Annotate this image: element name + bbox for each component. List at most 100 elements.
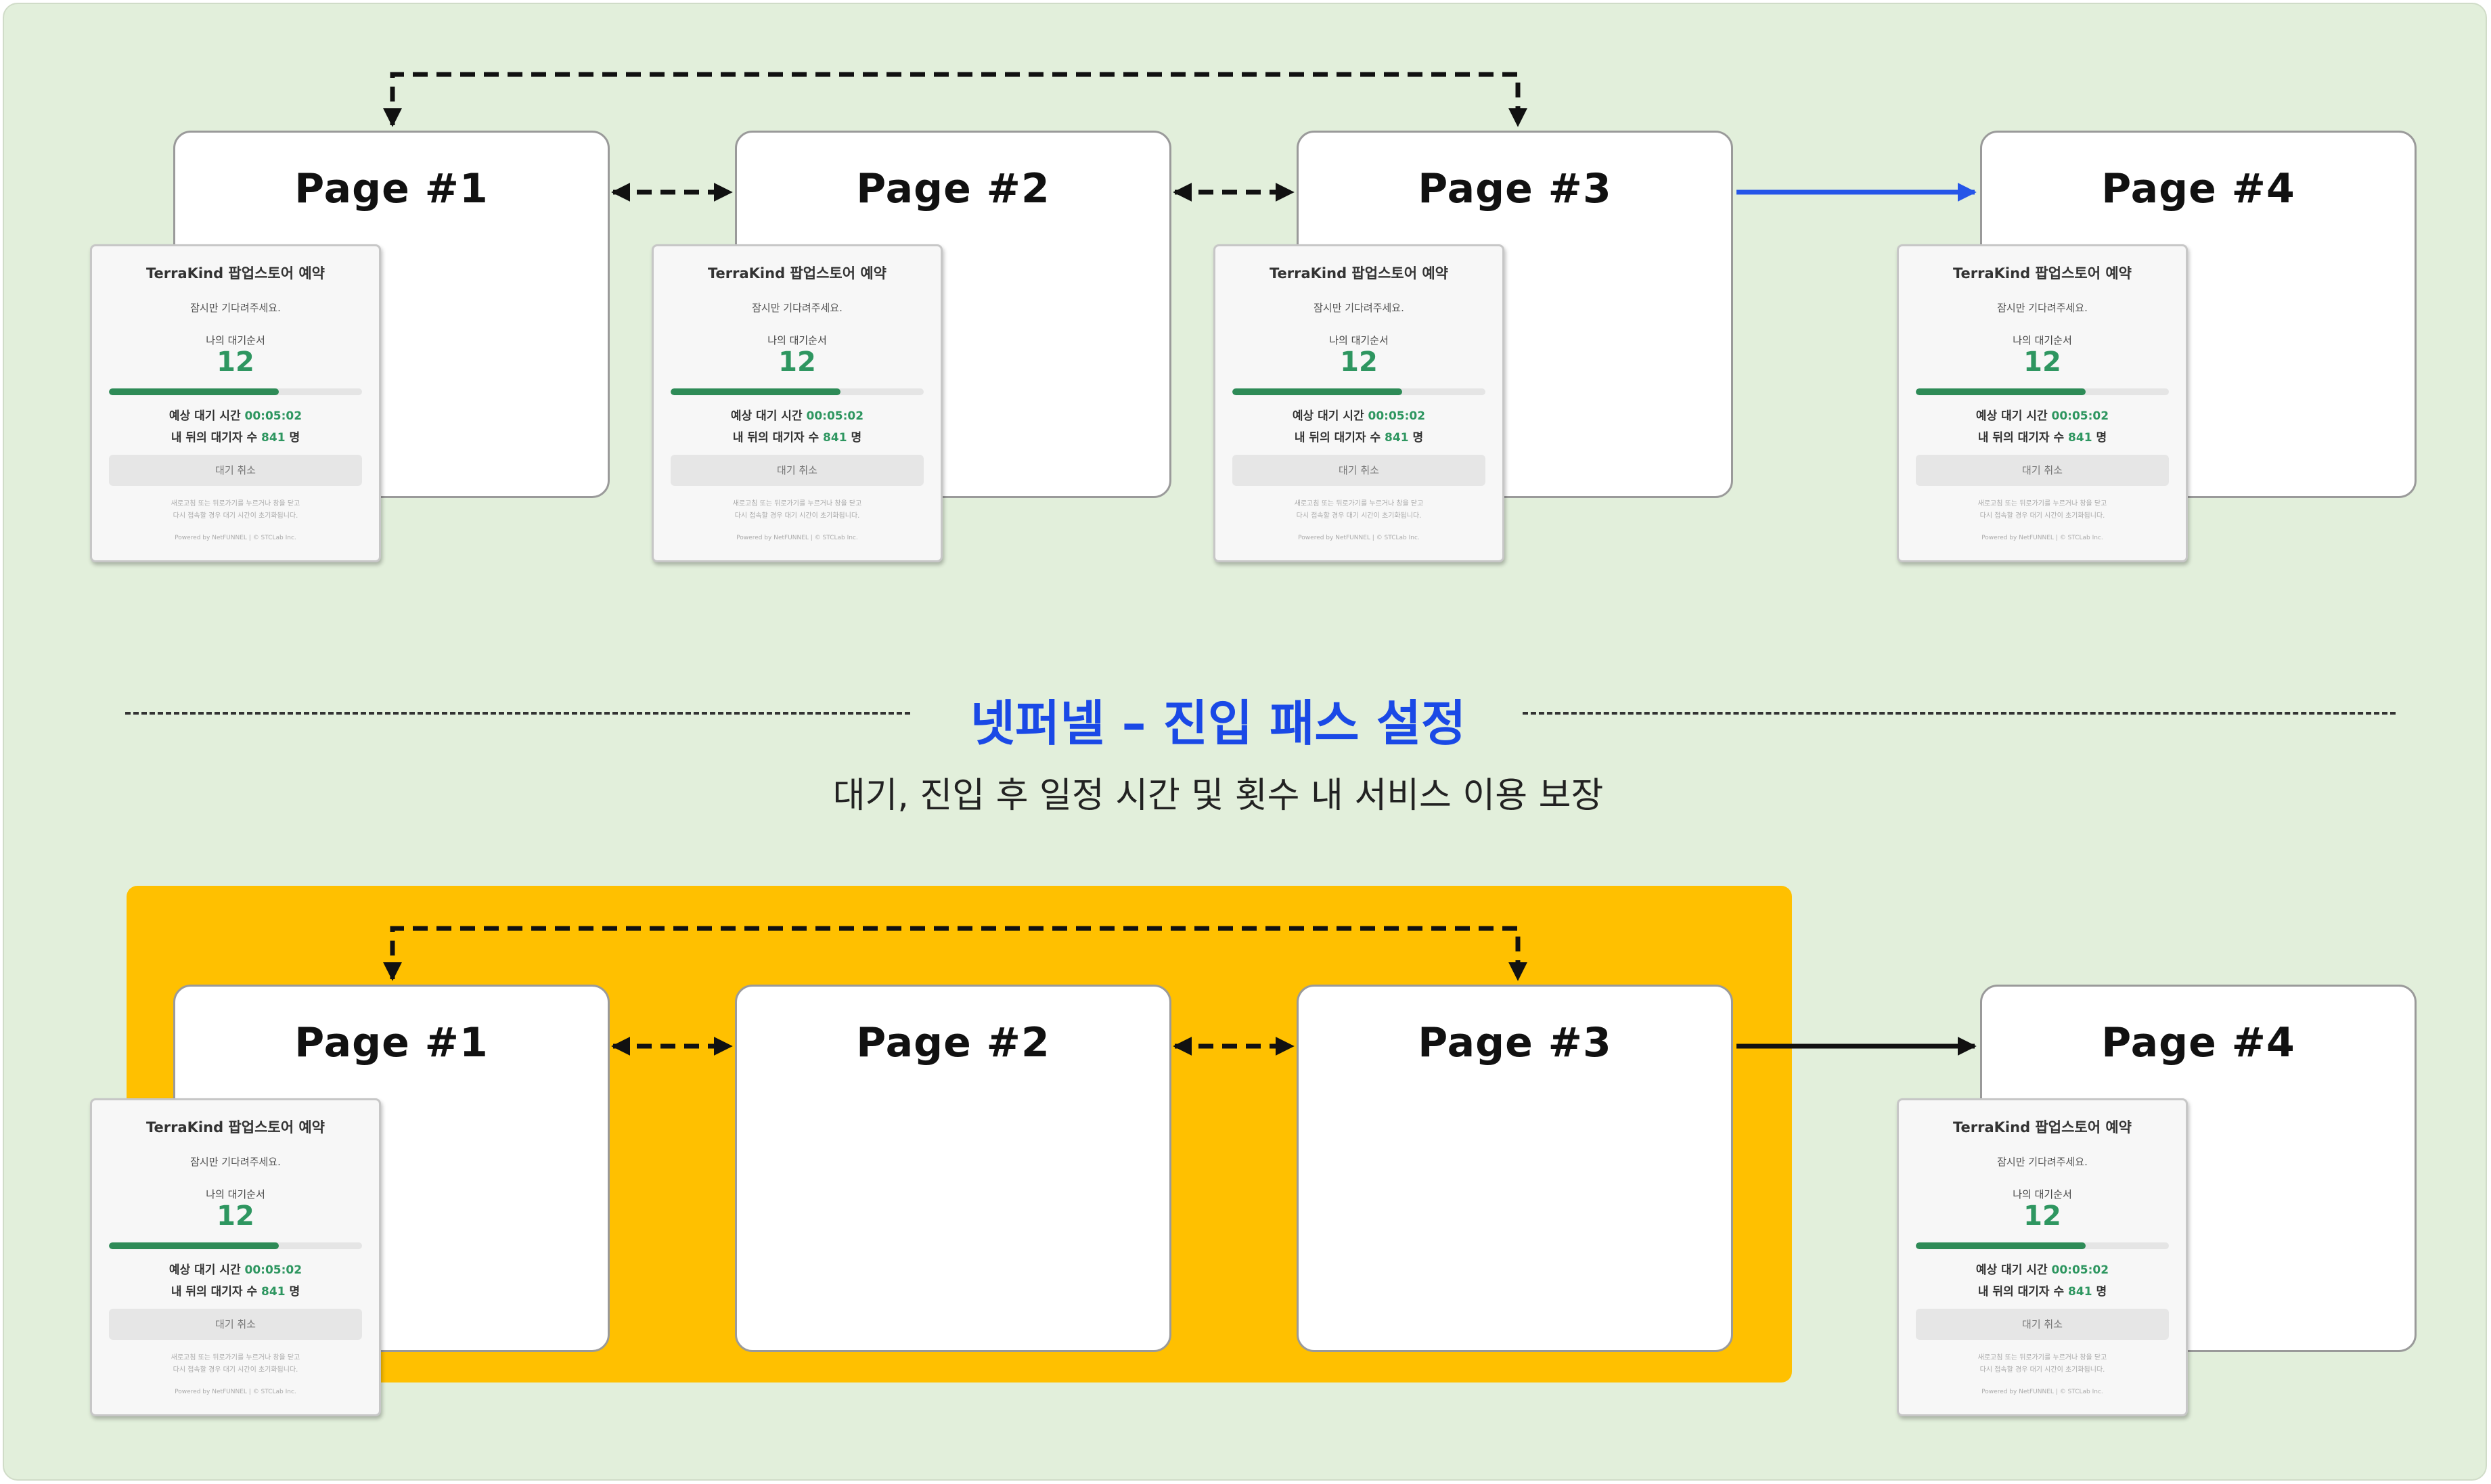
cancel-wait-button[interactable]: 대기 취소: [109, 455, 362, 486]
page-title: Page #2: [856, 165, 1050, 212]
page-title: Page #1: [294, 165, 489, 212]
queue-progress-bar: [1916, 1242, 2169, 1249]
behind-count: 841: [1385, 431, 1409, 445]
divider-right: [1523, 712, 2396, 715]
queue-card: TerraKind 팝업스토어 예약 잠시만 기다려주세요. 나의 대기순서 1…: [1897, 244, 2188, 562]
wait-label: 예상 대기 시간: [169, 1263, 241, 1277]
wait-time: 00:05:02: [2051, 1263, 2109, 1277]
bottom-page-2: Page #2: [735, 985, 1171, 1352]
behind-count-line: 내 뒤의 대기자 수 841 명: [654, 428, 941, 445]
note-line-2: 다시 접속할 경우 대기 시간이 초기화됩니다.: [173, 1366, 298, 1374]
queue-progress-fill: [109, 1242, 279, 1249]
behind-count: 841: [261, 1285, 286, 1299]
note-line-1: 새로고침 또는 뒤로가기를 누르거나 창을 닫고: [732, 500, 862, 508]
note-line-1: 새로고침 또는 뒤로가기를 누르거나 창을 닫고: [1977, 500, 2107, 508]
page-title: Page #4: [2101, 1019, 2295, 1066]
page-title: Page #2: [856, 1019, 1050, 1066]
note-line-2: 다시 접속할 경우 대기 시간이 초기화됩니다.: [1296, 512, 1422, 520]
cancel-wait-button[interactable]: 대기 취소: [1916, 1309, 2169, 1340]
cancel-wait-button[interactable]: 대기 취소: [1916, 455, 2169, 486]
queue-label: 나의 대기순서: [206, 334, 265, 346]
queue-number: 12: [217, 1200, 254, 1232]
wait-time-line: 예상 대기 시간 00:05:02: [92, 1260, 379, 1277]
card-footer: Powered by NetFUNNEL | © STCLab Inc.: [175, 1389, 296, 1395]
card-footer: Powered by NetFUNNEL | © STCLab Inc.: [736, 535, 858, 541]
queue-number: 12: [217, 346, 254, 378]
card-subtitle: 잠시만 기다려주세요.: [190, 1156, 281, 1168]
card-title: TerraKind 팝업스토어 예약: [1953, 265, 2132, 282]
page-title: Page #4: [2101, 165, 2295, 212]
queue-progress-bar: [1232, 388, 1485, 395]
divider-left: [125, 712, 910, 715]
queue-progress-fill: [1916, 1242, 2086, 1249]
wait-label: 예상 대기 시간: [730, 409, 803, 423]
card-footer: Powered by NetFUNNEL | © STCLab Inc.: [175, 535, 296, 541]
wait-time-line: 예상 대기 시간 00:05:02: [1899, 406, 2186, 423]
behind-label: 내 뒤의 대기자 수: [1977, 431, 2065, 445]
queue-progress-bar: [109, 1242, 362, 1249]
card-footer: Powered by NetFUNNEL | © STCLab Inc.: [1981, 535, 2103, 541]
wait-time: 00:05:02: [1368, 409, 1426, 423]
wait-time-line: 예상 대기 시간 00:05:02: [1215, 406, 1502, 423]
queue-label: 나의 대기순서: [2013, 1188, 2072, 1200]
queue-number: 12: [2023, 346, 2061, 378]
queue-card: TerraKind 팝업스토어 예약 잠시만 기다려주세요. 나의 대기순서 1…: [90, 244, 381, 562]
queue-progress-bar: [109, 388, 362, 395]
queue-number: 12: [1340, 346, 1378, 378]
queue-card: TerraKind 팝업스토어 예약 잠시만 기다려주세요. 나의 대기순서 1…: [652, 244, 943, 562]
page-title: Page #1: [294, 1019, 489, 1066]
behind-unit: 명: [289, 431, 300, 445]
behind-unit: 명: [2096, 431, 2107, 445]
card-title: TerraKind 팝업스토어 예약: [1270, 265, 1448, 282]
queue-progress-fill: [1232, 388, 1402, 395]
note-line-1: 새로고침 또는 뒤로가기를 누르거나 창을 닫고: [1977, 1354, 2107, 1362]
queue-number: 12: [2023, 1200, 2061, 1232]
behind-label: 내 뒤의 대기자 수: [171, 431, 258, 445]
queue-card: TerraKind 팝업스토어 예약 잠시만 기다려주세요. 나의 대기순서 1…: [1213, 244, 1504, 562]
wait-time: 00:05:02: [244, 409, 302, 423]
note-line-1: 새로고침 또는 뒤로가기를 누르거나 창을 닫고: [171, 500, 300, 508]
card-footer: Powered by NetFUNNEL | © STCLab Inc.: [1298, 535, 1420, 541]
note-line-2: 다시 접속할 경우 대기 시간이 초기화됩니다.: [173, 512, 298, 520]
card-subtitle: 잠시만 기다려주세요.: [1997, 302, 2088, 314]
wait-time: 00:05:02: [2051, 409, 2109, 423]
section-heading: 넷퍼넬 – 진입 패스 설정: [970, 695, 1466, 752]
behind-count: 841: [2068, 431, 2092, 445]
wait-label: 예상 대기 시간: [1292, 409, 1364, 423]
behind-count: 841: [823, 431, 847, 445]
card-subtitle: 잠시만 기다려주세요.: [1314, 302, 1404, 314]
queue-label: 나의 대기순서: [206, 1188, 265, 1200]
card-subtitle: 잠시만 기다려주세요.: [752, 302, 843, 314]
behind-count-line: 내 뒤의 대기자 수 841 명: [92, 1282, 379, 1299]
section-subheading: 대기, 진입 후 일정 시간 및 횟수 내 서비스 이용 보장: [832, 775, 1604, 816]
card-footer: Powered by NetFUNNEL | © STCLab Inc.: [1981, 1389, 2103, 1395]
queue-progress-bar: [1916, 388, 2169, 395]
card-title: TerraKind 팝업스토어 예약: [146, 265, 325, 282]
queue-label: 나의 대기순서: [767, 334, 827, 346]
wait-label: 예상 대기 시간: [1975, 1263, 2048, 1277]
cancel-wait-button[interactable]: 대기 취소: [671, 455, 924, 486]
top-loop-arrow-1-3: [383, 72, 1527, 127]
queue-progress-fill: [671, 388, 840, 395]
queue-progress-bar: [671, 388, 924, 395]
wait-time-line: 예상 대기 시간 00:05:02: [1899, 1260, 2186, 1277]
bottom-page-3: Page #3: [1297, 985, 1733, 1352]
cancel-wait-button[interactable]: 대기 취소: [109, 1309, 362, 1340]
wait-label: 예상 대기 시간: [1975, 409, 2048, 423]
behind-unit: 명: [1412, 431, 1424, 445]
cancel-wait-button[interactable]: 대기 취소: [1232, 455, 1485, 486]
queue-progress-fill: [109, 388, 279, 395]
wait-label: 예상 대기 시간: [169, 409, 241, 423]
queue-label: 나의 대기순서: [1329, 334, 1389, 346]
behind-unit: 명: [851, 431, 862, 445]
behind-count: 841: [261, 431, 286, 445]
behind-label: 내 뒤의 대기자 수: [171, 1285, 258, 1299]
card-subtitle: 잠시만 기다려주세요.: [1997, 1156, 2088, 1168]
behind-count-line: 내 뒤의 대기자 수 841 명: [1899, 428, 2186, 445]
card-subtitle: 잠시만 기다려주세요.: [190, 302, 281, 314]
behind-count-line: 내 뒤의 대기자 수 841 명: [1215, 428, 1502, 445]
